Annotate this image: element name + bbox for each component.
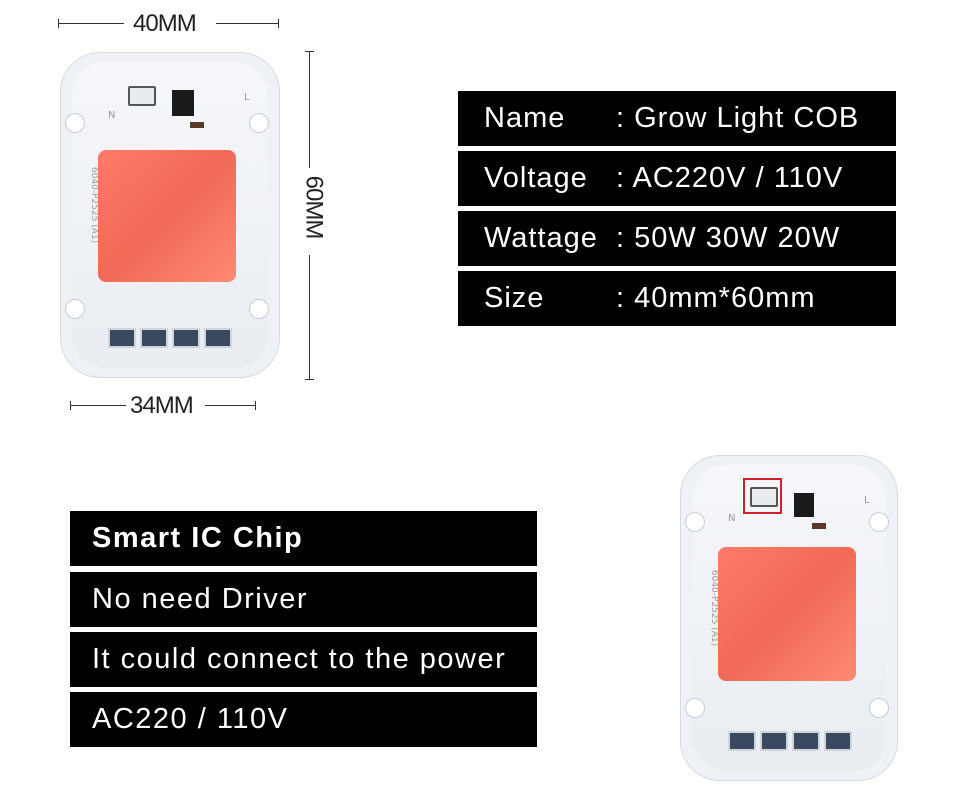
height-dimension-tick-top xyxy=(305,51,314,52)
solder-pad xyxy=(792,731,820,751)
mount-hole xyxy=(250,114,268,132)
spec-key: Name xyxy=(484,102,566,134)
ic-chip xyxy=(794,493,814,517)
feature-row-no-driver: No need Driver xyxy=(70,572,537,627)
width-dimension-line-right xyxy=(216,23,278,24)
spec-value: : AC220V / 110V xyxy=(616,162,844,194)
pcb-mark-l: L xyxy=(864,495,870,506)
solder-pad xyxy=(824,731,852,751)
mount-hole xyxy=(66,300,84,318)
spec-value: : 40mm*60mm xyxy=(616,282,816,314)
cob-board-image-highlight: N L 6040-P2525 (A1) xyxy=(680,455,898,781)
feature-row-voltage: AC220 / 110V xyxy=(70,692,537,747)
bottom-width-line-right xyxy=(205,405,255,406)
led-emitter xyxy=(98,150,236,282)
led-emitter xyxy=(718,547,856,681)
bottom-width-line-left xyxy=(70,405,126,406)
ic-highlight-box xyxy=(743,478,782,514)
spec-value: : Grow Light COB xyxy=(616,102,860,134)
feature-row-smart-ic: Smart IC Chip xyxy=(70,511,537,566)
mount-hole xyxy=(870,513,888,531)
spec-key: Wattage xyxy=(484,222,598,254)
bottom-width-label: 34MM xyxy=(130,392,194,419)
mount-hole xyxy=(66,114,84,132)
solder-pad xyxy=(140,328,168,348)
spec-row-wattage: Wattage : 50W 30W 20W xyxy=(458,211,896,266)
mount-hole xyxy=(250,300,268,318)
spec-key: Size xyxy=(484,282,545,314)
pcb-mark-n: N xyxy=(108,110,116,121)
height-dimension-line-top xyxy=(309,51,310,168)
bottom-width-tick-left xyxy=(70,401,71,410)
bottom-width-tick-right xyxy=(255,401,256,410)
cob-board-image: N L 6040-P2525 (A1) xyxy=(60,52,280,378)
smd-component xyxy=(190,122,204,128)
spec-row-size: Size : 40mm*60mm xyxy=(458,271,896,326)
smd-component xyxy=(812,523,826,529)
solder-pad xyxy=(204,328,232,348)
ic-chip-outline xyxy=(750,487,778,507)
height-dimension-tick-bottom xyxy=(305,379,314,380)
width-dimension-label: 40MM xyxy=(133,10,197,37)
height-dimension-label: 60MM xyxy=(300,175,328,239)
ic-chip xyxy=(172,90,194,116)
feature-row-connect-power: It could connect to the power xyxy=(70,632,537,687)
mount-hole xyxy=(686,699,704,717)
pcb-mark-n: N xyxy=(728,513,736,524)
spec-key: Voltage xyxy=(484,162,588,194)
width-dimension-line-left xyxy=(58,23,124,24)
pcb-mark-l: L xyxy=(244,92,250,103)
solder-pad xyxy=(172,328,200,348)
solder-pad xyxy=(108,328,136,348)
ic-chip-outline xyxy=(128,86,156,106)
spec-value: : 50W 30W 20W xyxy=(616,222,841,254)
width-dimension-tick-right xyxy=(278,19,279,28)
spec-row-voltage: Voltage : AC220V / 110V xyxy=(458,151,896,206)
solder-pad xyxy=(760,731,788,751)
mount-hole xyxy=(686,513,704,531)
width-dimension-tick-left xyxy=(58,19,59,28)
mount-hole xyxy=(870,699,888,717)
solder-pad xyxy=(728,731,756,751)
spec-row-name: Name : Grow Light COB xyxy=(458,91,896,146)
height-dimension-line-bottom xyxy=(309,255,310,379)
